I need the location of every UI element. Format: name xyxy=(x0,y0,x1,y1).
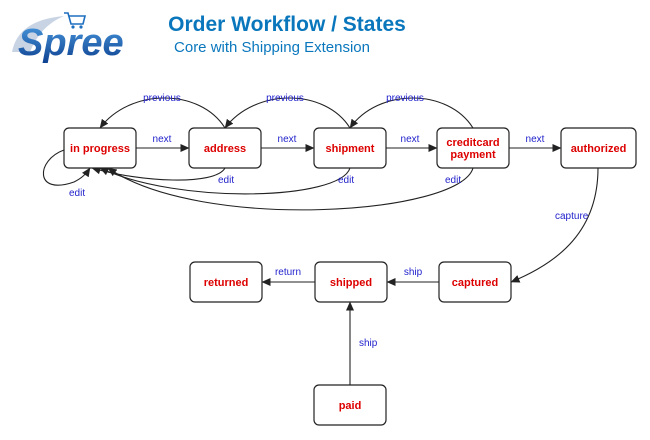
state-node-shipment: shipment xyxy=(313,127,387,169)
transition-label-previous: previous xyxy=(386,93,424,104)
state-box xyxy=(438,261,512,303)
transition-label-edit: edit xyxy=(218,175,234,186)
state-label: captured xyxy=(452,277,498,289)
state-node-address: address xyxy=(188,127,262,169)
state-label: returned xyxy=(204,277,249,289)
state-label: shipped xyxy=(330,277,372,289)
state-node-paid: paid xyxy=(313,384,387,426)
transition-label-capture: capture xyxy=(555,211,589,222)
transitions-layer: next next next next previous previous previous… xyxy=(42,93,599,385)
page-subtitle: Core with Shipping Extension xyxy=(174,39,370,56)
transition-label-next: next xyxy=(526,134,545,145)
transition-arrow-in_progress-to-in_progress xyxy=(42,149,91,186)
transition-label-ship: ship xyxy=(404,267,423,278)
state-label: payment xyxy=(450,149,496,161)
logo-swoosh xyxy=(12,16,64,52)
state-box xyxy=(314,261,388,303)
state-box xyxy=(436,127,510,169)
transition-arrow-address-to-in_progress xyxy=(91,166,226,181)
states-layer: in progress address shipment creditcardpaym… xyxy=(63,127,637,426)
transition-label-next: next xyxy=(153,134,172,145)
transition-label-edit: edit xyxy=(445,175,461,186)
state-box xyxy=(63,127,137,169)
transition-label-return: return xyxy=(275,267,301,278)
cart-icon xyxy=(64,12,87,29)
transition-arrow-address-to-in_progress xyxy=(99,97,226,129)
state-label: creditcard xyxy=(446,137,499,149)
transition-arrow-creditcard_payment-to-in_progress xyxy=(107,167,474,211)
transition-label-next: next xyxy=(278,134,297,145)
logo-text: Spree xyxy=(18,22,124,64)
state-node-in_progress: in progress xyxy=(63,127,137,169)
state-label: shipment xyxy=(326,143,375,155)
state-label: address xyxy=(204,143,246,155)
transition-label-ship: ship xyxy=(359,338,378,349)
state-label: authorized xyxy=(571,143,627,155)
transition-label-edit: edit xyxy=(338,175,354,186)
transition-arrow-authorized-to-captured xyxy=(510,167,599,283)
state-box xyxy=(313,127,387,169)
state-label: paid xyxy=(339,400,362,412)
state-node-shipped: shipped xyxy=(314,261,388,303)
transition-arrow-shipment-to-address xyxy=(224,97,351,129)
state-node-returned: returned xyxy=(189,261,263,303)
state-box xyxy=(189,261,263,303)
state-label: in progress xyxy=(70,143,130,155)
state-node-captured: captured xyxy=(438,261,512,303)
state-box xyxy=(560,127,637,169)
state-node-authorized: authorized xyxy=(560,127,637,169)
state-box xyxy=(313,384,387,426)
transition-label-next: next xyxy=(401,134,420,145)
spree-logo: Spree xyxy=(12,12,124,64)
transition-label-previous: previous xyxy=(266,93,304,104)
page-title: Order Workflow / States xyxy=(168,13,406,36)
state-box xyxy=(188,127,262,169)
transition-label-edit: edit xyxy=(69,188,85,199)
transition-label-previous: previous xyxy=(143,93,181,104)
transition-arrow-shipment-to-in_progress xyxy=(99,167,351,195)
transition-arrow-creditcard_payment-to-shipment xyxy=(349,97,474,129)
